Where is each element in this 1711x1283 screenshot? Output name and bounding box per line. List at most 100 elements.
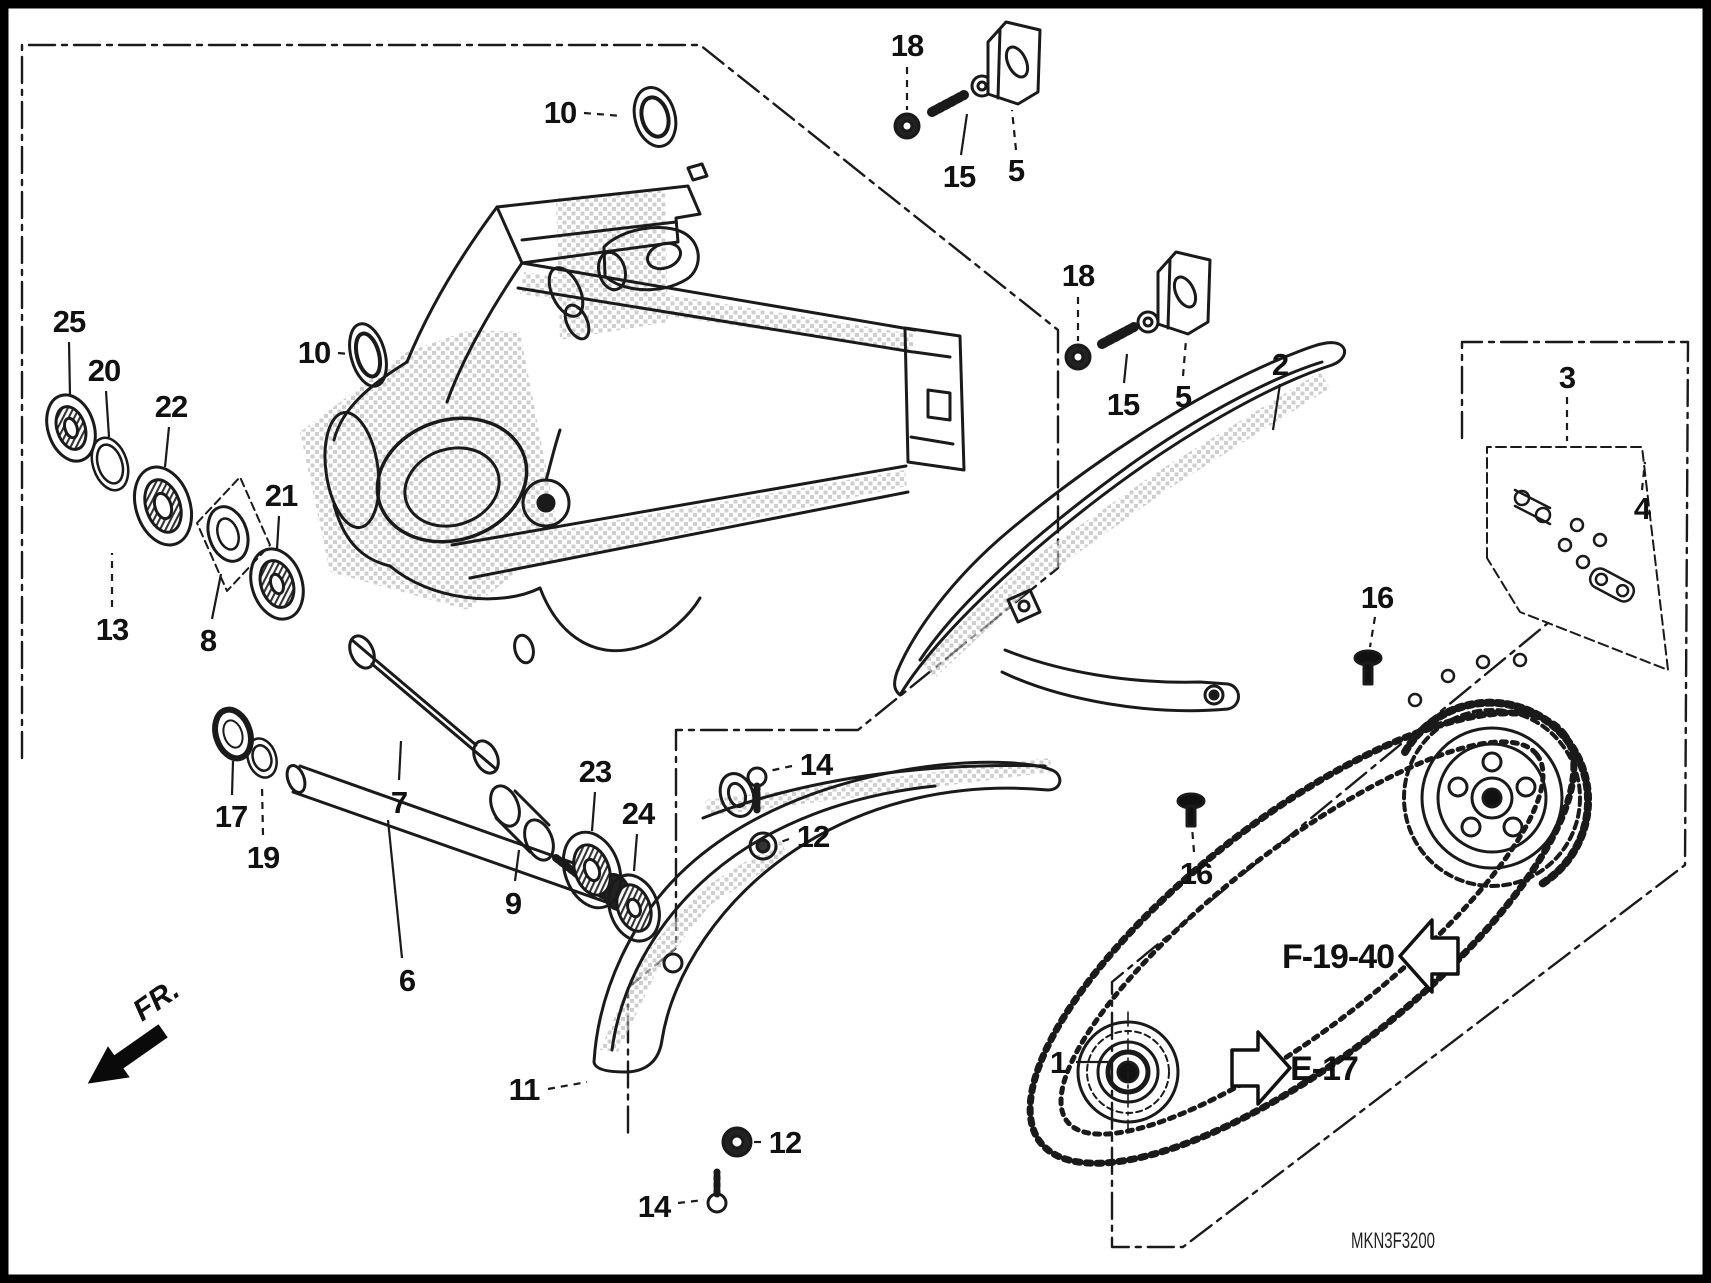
leader-line-2-1	[1271, 383, 1282, 431]
nut-18-a	[893, 112, 921, 140]
callout-22-label: 22	[155, 389, 187, 424]
callout-9-label: 9	[505, 886, 522, 921]
joint-kit-box	[1486, 446, 1669, 671]
leader-line-19-25	[260, 784, 265, 836]
leader-line-23-29	[590, 791, 597, 832]
callout-16-label: 16	[1361, 580, 1394, 615]
leader-line-10-11	[337, 351, 350, 356]
fr-arrow-icon	[87, 1024, 168, 1084]
callout-18-label: 18	[891, 28, 924, 63]
collar-7	[348, 634, 500, 775]
callout-20-label: 20	[88, 353, 120, 388]
callout-10-label: 10	[544, 95, 576, 130]
clamp-5-b	[1156, 250, 1212, 336]
bolt-14-a	[746, 766, 768, 814]
bearing-22	[133, 465, 193, 547]
callout-16-label: 16	[1180, 856, 1213, 891]
nut-18-b	[1064, 343, 1092, 371]
callout-17-label: 17	[215, 799, 247, 834]
drive-chain-assembly	[1026, 488, 1636, 1167]
ref-links: F-19-40 E-17	[1230, 918, 1460, 1106]
leader-line-22-28	[163, 426, 171, 468]
guard-fasteners	[706, 20, 1383, 1214]
bearing-23	[561, 830, 623, 910]
callout-24-label: 24	[622, 796, 656, 831]
callout-5-label: 5	[1175, 379, 1192, 414]
leader-line-12-13	[777, 837, 790, 845]
clamp-5-a	[986, 20, 1042, 106]
leader-line-14-17	[677, 1198, 705, 1205]
push-pin-16-a	[1353, 649, 1383, 686]
collar-9	[489, 784, 555, 862]
callout-15-label: 15	[1107, 387, 1140, 422]
callout-13-label: 13	[96, 612, 129, 647]
callout-19-label: 19	[247, 840, 280, 875]
leader-line-17-22	[230, 760, 235, 796]
leader-line-25-31	[67, 341, 72, 396]
bolt-15-b	[1097, 310, 1160, 349]
leader-line-11-12	[547, 1080, 588, 1091]
fr-label: FR.	[127, 973, 186, 1028]
leader-line-10-10	[583, 111, 623, 118]
chain-inner-run	[1058, 739, 1546, 1137]
callout-5-label: 5	[1008, 153, 1025, 188]
callout-7-label: 7	[391, 785, 407, 820]
callout-12-label: 12	[797, 819, 829, 854]
callout-12-label: 12	[769, 1125, 801, 1160]
leader-line-6-6	[386, 819, 404, 959]
chain-adjuster-end	[1076, 1011, 1180, 1133]
ref-arrow-left-icon	[1398, 918, 1460, 994]
washer-19	[246, 737, 278, 779]
dust-seal-10-left	[348, 322, 388, 388]
ref-f-19-40: F-19-40	[1282, 938, 1394, 976]
leader-line-24-30	[632, 833, 639, 872]
callout-11-label: 11	[509, 1072, 541, 1107]
callout-18-label: 18	[1062, 258, 1095, 293]
callout-3-label: 3	[1559, 360, 1576, 395]
callout-14-label: 14	[638, 1189, 672, 1224]
push-pin-16-b	[1176, 792, 1206, 828]
leader-line-16-21	[1190, 826, 1196, 853]
dust-seal-10-top	[632, 86, 678, 148]
leader-line-5-4	[1010, 109, 1018, 151]
leader-line-4-3	[1640, 461, 1647, 491]
callout-2-label: 2	[1272, 347, 1288, 382]
callout-4-label: 4	[1634, 491, 1652, 526]
callout-14-label: 14	[800, 747, 834, 782]
bearing-25	[45, 393, 97, 463]
leader-line-20-26	[104, 390, 111, 438]
nut-12-b	[721, 1126, 753, 1158]
callout-23-label: 23	[579, 754, 612, 789]
leader-line-16-20	[1368, 616, 1377, 648]
ring-17	[212, 706, 254, 762]
callout-1-label: 1	[1050, 1045, 1067, 1080]
chain-guard	[893, 341, 1347, 713]
pivot-hardware	[45, 86, 678, 943]
drawing-part-code: MKN3F3200	[1351, 1228, 1435, 1253]
nut-12-a	[748, 831, 778, 861]
chain-section-frame	[1110, 340, 1690, 1249]
leader-line-21-27	[275, 515, 281, 550]
leader-lines	[67, 67, 1647, 1205]
collar-detail-box	[196, 476, 271, 592]
section-frames	[20, 43, 1690, 1249]
leader-line-5-5	[1181, 339, 1188, 377]
callout-6-label: 6	[399, 963, 416, 998]
leader-line-14-16	[768, 764, 793, 773]
fr-direction-arrow: FR.	[87, 973, 186, 1084]
callout-10-label: 10	[298, 335, 330, 370]
leader-line-9-9	[513, 849, 521, 882]
collar-8	[206, 505, 250, 563]
leader-line-7-7	[397, 740, 403, 781]
bolt-15-a	[927, 74, 994, 117]
callout-21-label: 21	[265, 478, 298, 513]
leader-line-15-18	[959, 113, 969, 156]
leader-line-15-19	[1122, 353, 1129, 384]
chain-slider	[592, 760, 1062, 1074]
swingarm-body	[323, 162, 966, 665]
ref-e-17: E-17	[1290, 1050, 1358, 1088]
